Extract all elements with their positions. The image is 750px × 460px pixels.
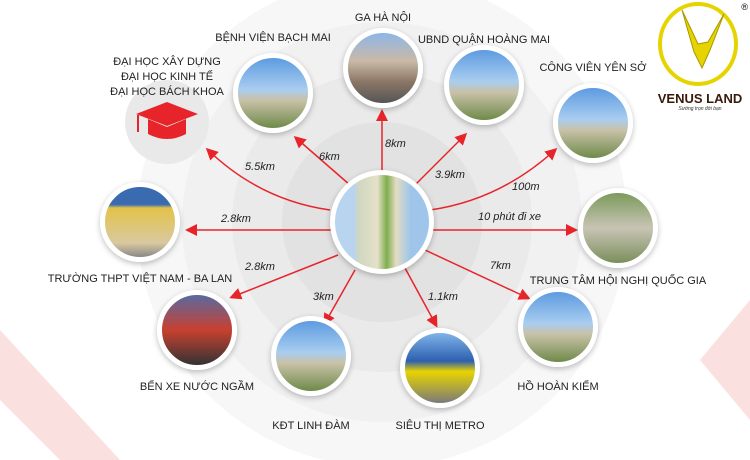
- distance-metro: 1.1km: [428, 291, 458, 303]
- distance-arrows: [185, 109, 578, 328]
- image-yen-so: [553, 83, 633, 163]
- label-metro: SIÊU THỊ METRO: [395, 420, 485, 432]
- label-ben-xe: BẾN XE NƯỚC NGẦM: [139, 381, 255, 393]
- image-bach-mai: [233, 53, 313, 133]
- label-line: ĐẠI HỌC KINH TẾ: [120, 71, 214, 83]
- label-linh-dam: KĐT LINH ĐÀM: [272, 420, 350, 432]
- image-ga-ha-noi: [343, 28, 423, 108]
- label-university: ĐẠI HỌC XÂY DỰNG ĐẠI HỌC KINH TẾ ĐẠI HỌC B…: [110, 55, 224, 100]
- eagle-emblem-icon: [658, 2, 738, 86]
- distance-ubnd: 3.9km: [435, 169, 465, 181]
- distance-hnqg: 10 phút đi xe: [478, 211, 541, 223]
- center-project-image: [330, 170, 434, 274]
- image-hoan-kiem: [518, 287, 598, 367]
- distance-thpt: 2.8km: [221, 213, 251, 225]
- image-linh-dam: [271, 316, 351, 396]
- distance-ben-xe: 2.8km: [245, 261, 275, 273]
- label-hoan-kiem: HỒ HOÀN KIẾM: [517, 381, 599, 393]
- label-ga-ha-noi: GA HÀ NỘI: [354, 12, 412, 24]
- distance-linh-dam: 3km: [313, 291, 334, 303]
- logo-text: VENUS LAND: [657, 91, 743, 106]
- label-line: ĐẠI HỌC XÂY DỰNG: [113, 56, 221, 68]
- venus-land-logo: ® VENUS LAND Sướng trọn đời bạn: [652, 2, 748, 112]
- label-hnqg: TRUNG TÂM HỘI NGHỊ QUỐC GIA: [529, 275, 707, 287]
- distance-ga-ha-noi: 8km: [385, 138, 406, 150]
- registered-mark: ®: [741, 2, 748, 12]
- distance-hoan-kiem: 7km: [490, 260, 511, 272]
- image-metro: [400, 328, 480, 408]
- distance-university: 5.5km: [245, 161, 275, 173]
- label-line: ĐẠI HỌC BÁCH KHOA: [110, 86, 224, 98]
- label-yen-so: CÔNG VIÊN YÊN SỞ: [539, 62, 647, 74]
- logo-tagline: Sướng trọn đời bạn: [678, 106, 722, 112]
- image-thpt: [100, 182, 180, 262]
- graduation-cap-icon: [134, 98, 200, 148]
- image-ben-xe: [157, 290, 237, 370]
- image-ubnd: [444, 45, 524, 125]
- image-hnqg: [578, 188, 658, 268]
- distance-bach-mai: 6km: [319, 151, 340, 163]
- distance-yen-so: 100m: [512, 181, 540, 193]
- label-ubnd: UBND QUẬN HOÀNG MAI: [417, 34, 551, 46]
- label-bach-mai: BỆNH VIỆN BẠCH MAI: [215, 32, 331, 44]
- label-thpt: TRƯỜNG THPT VIỆT NAM - BA LAN: [47, 273, 233, 285]
